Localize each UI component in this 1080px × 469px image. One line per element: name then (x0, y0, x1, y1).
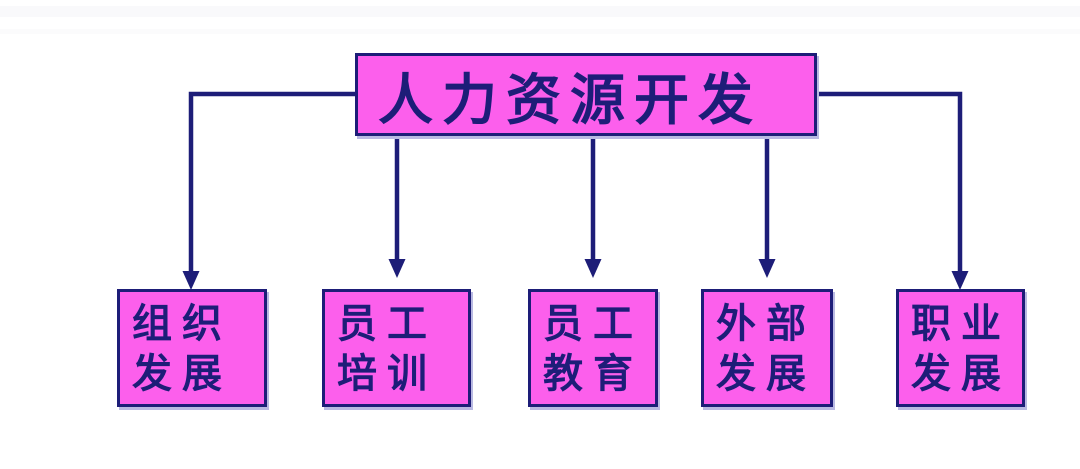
node-career-development-line2: 发展 (911, 351, 1011, 396)
node-external-development-line1: 外部 (716, 301, 816, 346)
node-employee-education-line2: 教育 (543, 351, 643, 396)
node-org-development-line1: 组织 (132, 301, 232, 346)
node-org-development: 组织 发展 (117, 289, 267, 407)
arrowhead-external-development (758, 259, 776, 278)
node-employee-training-line1: 员工 (337, 301, 437, 346)
node-employee-education: 员工 教育 (528, 289, 658, 407)
arrowhead-employee-education (584, 259, 602, 278)
connector-org-development (188, 91, 355, 274)
node-employee-education-line1: 员工 (543, 301, 643, 346)
connector-career-development (817, 91, 963, 274)
node-external-development: 外部 发展 (701, 289, 833, 407)
arrowhead-org-development (182, 271, 200, 290)
arrowhead-employee-training (388, 259, 406, 278)
node-hr-development: 人力资源开发 (355, 53, 817, 136)
node-employee-training-line2: 培训 (337, 351, 437, 396)
node-external-development-line2: 发展 (716, 351, 816, 396)
node-hr-development-label: 人力资源开发 (378, 69, 763, 131)
node-employee-training: 员工 培训 (322, 289, 471, 407)
arrowhead-career-development (951, 271, 969, 290)
node-org-development-line2: 发展 (132, 351, 232, 396)
node-career-development: 职业 发展 (896, 289, 1025, 407)
node-career-development-line1: 职业 (911, 301, 1011, 346)
